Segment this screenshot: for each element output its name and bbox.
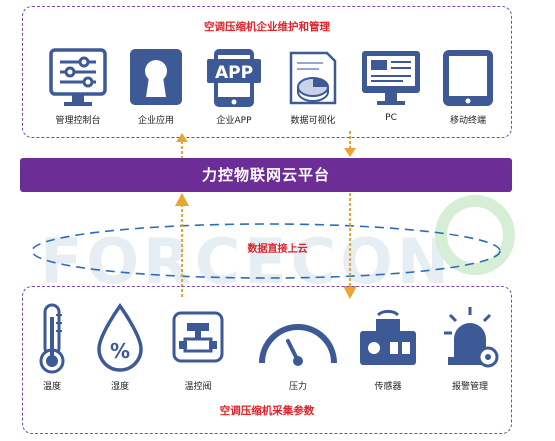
tablet-icon: [443, 50, 493, 106]
top-panel-title: 空调压缩机企业维护和管理: [204, 21, 330, 33]
item-label: 管理控制台: [55, 116, 101, 126]
item-sensor[interactable]: 传感器: [353, 303, 423, 392]
item-humidity[interactable]: % 湿度: [85, 303, 155, 392]
item-control-console[interactable]: 管理控制台: [43, 47, 113, 126]
item-pc[interactable]: PC: [356, 47, 426, 123]
item-data-visualization[interactable]: 数据可视化: [278, 47, 348, 126]
control-panel-icon: [49, 48, 107, 106]
item-alarm-management[interactable]: 报警管理: [435, 303, 505, 392]
watermark-text: FORCECON: [40, 225, 453, 295]
item-label: 报警管理: [451, 382, 488, 392]
sensor-icon: [360, 309, 416, 365]
thermometer-icon: [39, 303, 65, 374]
item-mobile-terminal[interactable]: 移动终端: [433, 47, 503, 126]
item-enterprise-app[interactable]: 企业应用: [121, 47, 191, 126]
cloud-link-ellipse: [31, 223, 501, 279]
item-label: 传感器: [374, 382, 402, 392]
iot-cloud-platform-bar: 力控物联网云平台: [20, 158, 512, 192]
up-arrow-icon: [176, 133, 188, 159]
alarm-icon: [444, 307, 499, 368]
pressure-gauge-icon: [259, 324, 337, 366]
item-label: PC: [385, 113, 397, 123]
up-arrow-icon: [175, 193, 189, 297]
app-icon-text: APP: [215, 63, 253, 83]
monitor-icon: [362, 51, 420, 105]
item-label: 数据可视化: [290, 116, 336, 126]
item-label: 温控阀: [184, 382, 212, 392]
down-arrow-icon: [343, 193, 357, 299]
mobile-app-icon: APP: [207, 49, 261, 107]
item-enterprise-mobile-app[interactable]: APP 企业APP: [199, 47, 269, 126]
enterprise-management-panel: 空调压缩机企业维护和管理 管理控制台 企业应用: [22, 6, 512, 138]
down-arrow-icon: [344, 131, 356, 157]
item-label: 湿度: [110, 382, 129, 392]
item-label: 温度: [42, 382, 61, 392]
valve-icon: [172, 311, 224, 363]
forcecon-watermark: FORCECON: [40, 195, 515, 295]
item-temperature[interactable]: 温度: [17, 303, 87, 392]
item-label: 压力: [288, 382, 307, 392]
item-temperature-control-valve[interactable]: 温控阀: [163, 303, 233, 392]
item-label: 企业应用: [137, 116, 174, 126]
cloud-link-label: 数据直接上云: [247, 244, 308, 255]
bottom-panel-title: 空调压缩机采集参数: [219, 405, 315, 417]
compressor-parameters-panel: 温度 % 湿度 温控阀: [22, 286, 512, 434]
keyhole-lock-icon: [130, 49, 182, 105]
water-drop-icon: %: [97, 303, 143, 372]
item-label: 移动终端: [449, 116, 486, 126]
percent-icon-text: %: [110, 339, 130, 363]
item-label: 企业APP: [216, 116, 252, 126]
data-visualization-icon: [289, 51, 337, 105]
item-pressure[interactable]: 压力: [253, 303, 343, 392]
